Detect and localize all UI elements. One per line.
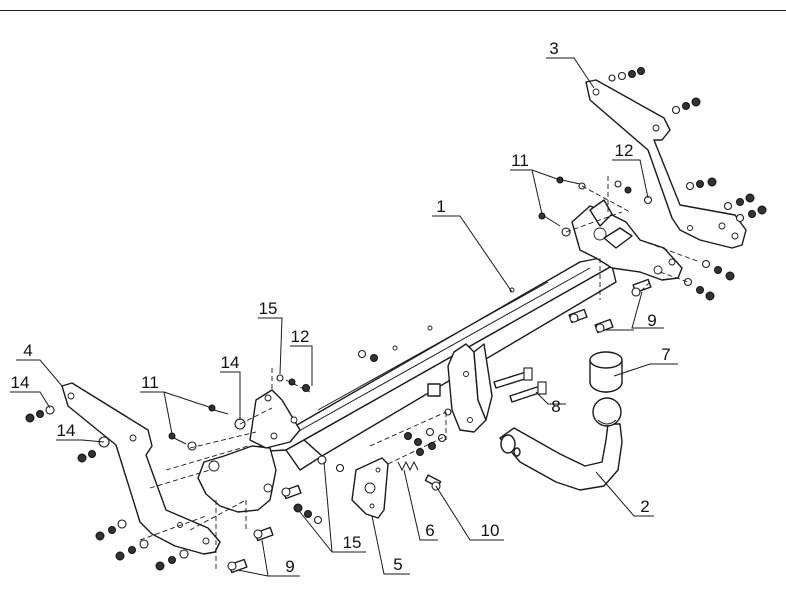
callout-2: 2 xyxy=(640,497,649,516)
callout-9-right: 9 xyxy=(647,311,656,330)
callout-7: 7 xyxy=(661,345,670,364)
callout-15-bottom: 15 xyxy=(343,533,362,552)
callout-10: 10 xyxy=(481,521,500,540)
callout-4: 4 xyxy=(23,341,32,360)
callout-12-left: 12 xyxy=(291,327,310,346)
callout-9-left: 9 xyxy=(285,557,294,576)
left-side-bracket xyxy=(61,382,221,555)
socket-plate xyxy=(351,457,389,519)
socket-spring xyxy=(397,460,419,472)
callout-6: 6 xyxy=(425,521,434,540)
assembly-dashed-lines xyxy=(139,176,701,570)
bolts-part-9-right xyxy=(568,278,652,334)
beam-right-end-plate xyxy=(571,199,683,281)
beam-left-end-plate xyxy=(197,389,301,513)
socket-bolt xyxy=(424,474,442,491)
callout-14-top-left: 14 xyxy=(11,373,30,392)
towball-neck xyxy=(499,397,623,491)
callout-5: 5 xyxy=(393,555,402,574)
callout-15-top: 15 xyxy=(259,299,278,318)
header-rule xyxy=(0,10,786,11)
callout-1: 1 xyxy=(436,197,445,216)
callout-3: 3 xyxy=(549,39,558,58)
bolts-part-8 xyxy=(493,367,547,403)
callout-12-right: 12 xyxy=(615,141,634,160)
center-socket-bracket xyxy=(427,343,493,433)
callout-14-mid: 14 xyxy=(221,353,240,372)
ball-cover xyxy=(589,351,623,393)
callout-labels: 1 2 3 4 5 6 7 8 9 9 10 11 11 12 12 14 14… xyxy=(11,39,671,576)
fasteners xyxy=(25,67,767,571)
leader-lines xyxy=(10,57,678,577)
callout-8: 8 xyxy=(551,397,560,416)
callout-14-lower-left: 14 xyxy=(57,421,76,440)
right-side-bracket xyxy=(585,79,747,249)
bolts-part-9-left xyxy=(227,484,302,574)
callout-11-right: 11 xyxy=(511,151,529,170)
main-cross-beam xyxy=(249,257,617,471)
callout-11-left: 11 xyxy=(141,373,159,392)
